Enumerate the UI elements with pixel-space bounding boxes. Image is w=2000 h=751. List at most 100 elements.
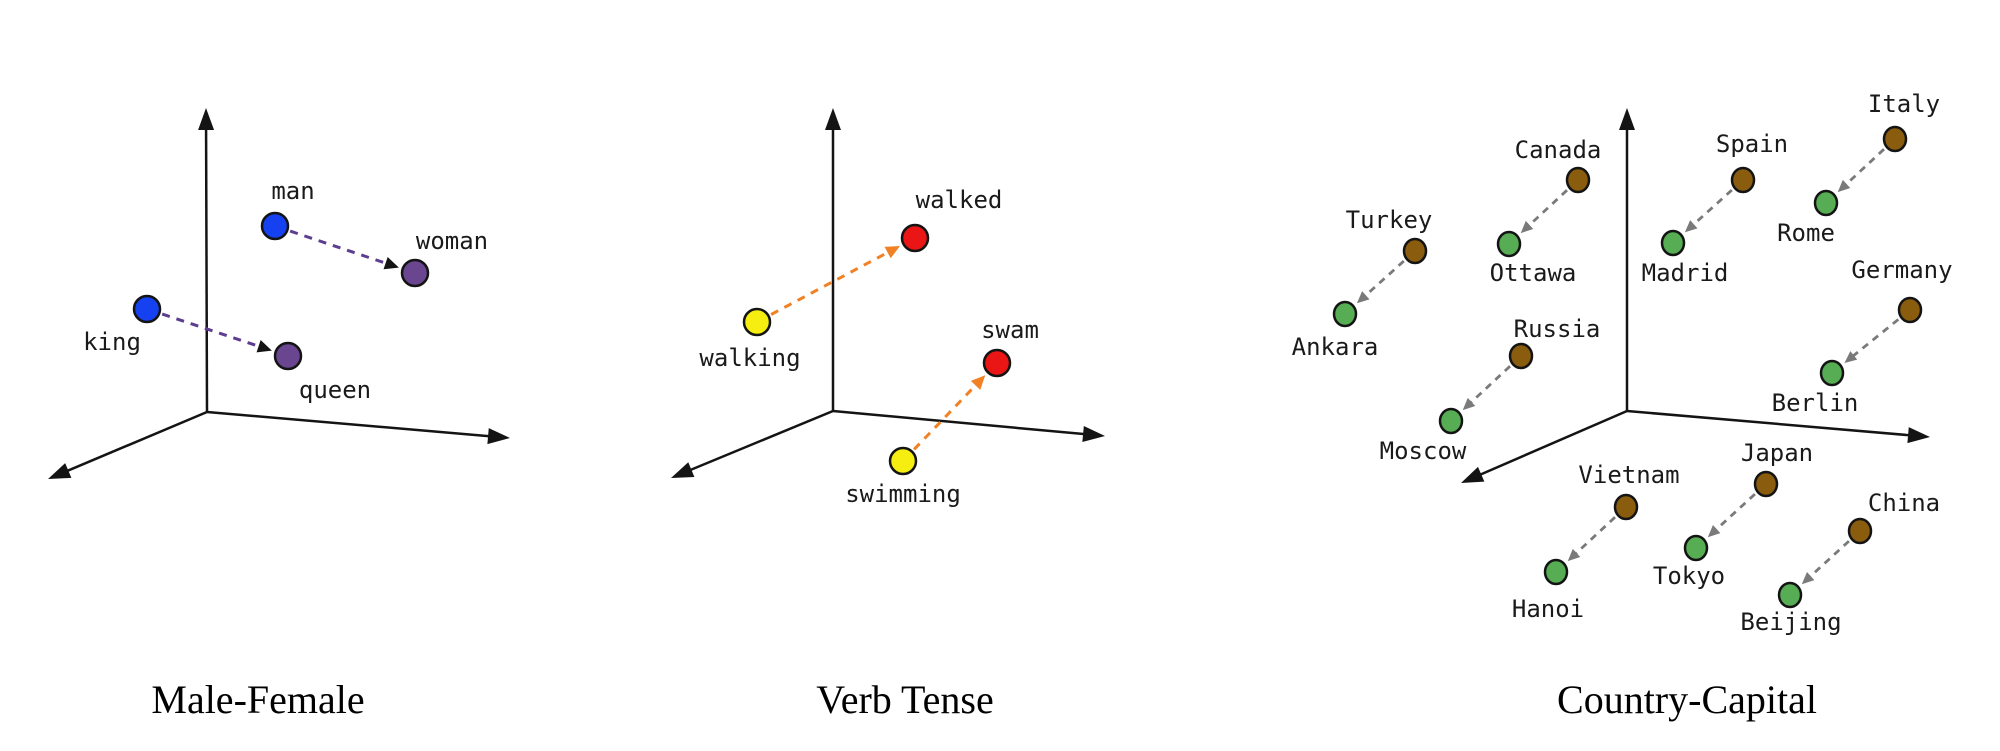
arrowhead-walked-icon: [884, 245, 900, 259]
point-italy: [1882, 125, 1908, 153]
axis-x-country-capital: [1626, 409, 1915, 437]
axis-y-country-capital-arrowhead-icon: [1619, 108, 1635, 130]
arrow-king-to-queen: [161, 312, 262, 349]
arrowhead-queen-icon: [256, 340, 272, 353]
point-label-hanoi: Hanoi: [1512, 595, 1584, 623]
axis-z-male-female-arrowhead-icon: [48, 463, 72, 479]
point-label-germany: Germany: [1851, 256, 1952, 284]
axis-z-country-capital-arrowhead-icon: [1461, 466, 1485, 483]
point-label-berlin: Berlin: [1772, 389, 1859, 417]
point-label-japan: Japan: [1741, 439, 1813, 467]
point-spain: [1730, 166, 1756, 194]
point-label-ankara: Ankara: [1292, 333, 1379, 361]
point-label-canada: Canada: [1515, 136, 1602, 164]
arrowhead-hanoi-icon: [1567, 548, 1581, 562]
arrowhead-tokyo-icon: [1707, 525, 1721, 538]
point-madrid: [1660, 229, 1686, 257]
panel-title-country-capital: Country-Capital: [1557, 677, 1817, 722]
point-label-madrid: Madrid: [1642, 259, 1729, 287]
axis-x-verb-tense-arrowhead-icon: [1082, 426, 1105, 442]
point-china: [1847, 517, 1873, 545]
axis-z-verb-tense-arrowhead-icon: [671, 462, 695, 478]
point-hanoi: [1543, 558, 1569, 586]
point-label-beijing: Beijing: [1740, 608, 1841, 636]
point-rome: [1813, 189, 1839, 217]
point-label-turkey: Turkey: [1346, 206, 1433, 234]
arrowhead-berlin-icon: [1844, 351, 1858, 363]
arrow-man-to-woman: [289, 229, 389, 266]
arrowhead-moscow-icon: [1462, 397, 1476, 411]
point-ankara: [1332, 300, 1358, 328]
point-label-woman: woman: [416, 227, 488, 255]
arrow-japan-to-tokyo: [1713, 493, 1756, 533]
point-moscow: [1438, 407, 1464, 435]
axis-y-male-female-arrowhead-icon: [198, 108, 215, 131]
point-turkey: [1402, 237, 1428, 265]
point-label-swimming: swimming: [845, 480, 961, 508]
arrow-turkey-to-ankara: [1362, 259, 1405, 299]
arrowhead-woman-icon: [383, 256, 399, 270]
axis-x-country-capital-arrowhead-icon: [1907, 427, 1930, 444]
arrow-swimming-to-swam: [912, 382, 979, 451]
point-label-ottawa: Ottawa: [1490, 259, 1577, 287]
point-tokyo: [1683, 534, 1709, 562]
point-label-walked: walked: [916, 186, 1003, 214]
arrowhead-ottawa-icon: [1520, 220, 1534, 234]
point-label-rome: Rome: [1777, 219, 1835, 247]
axis-z-male-female: [62, 410, 208, 474]
axis-x-verb-tense: [832, 409, 1090, 436]
arrow-spain-to-madrid: [1690, 188, 1733, 228]
axis-x-male-female-arrowhead-icon: [487, 428, 510, 445]
point-label-moscow: Moscow: [1380, 437, 1467, 465]
axis-z-verb-tense: [685, 409, 834, 474]
arrowhead-ankara-icon: [1356, 291, 1370, 304]
point-queen: [273, 341, 303, 371]
axis-z-country-capital: [1475, 409, 1628, 478]
arrow-italy-to-rome: [1843, 148, 1885, 188]
point-label-china: China: [1868, 489, 1940, 517]
point-swam: [982, 348, 1012, 378]
point-man: [260, 211, 290, 241]
point-label-vietnam: Vietnam: [1578, 461, 1679, 489]
point-label-swam: swam: [981, 316, 1039, 344]
point-ottawa: [1496, 230, 1522, 258]
point-label-man: man: [271, 177, 314, 205]
point-label-queen: queen: [299, 376, 371, 404]
point-russia: [1508, 342, 1534, 370]
arrow-vietnam-to-hanoi: [1573, 516, 1616, 557]
arrowhead-swam-icon: [970, 375, 986, 390]
point-vietnam: [1613, 493, 1639, 521]
point-canada: [1565, 166, 1591, 194]
panel-title-male-female: Male-Female: [151, 677, 364, 722]
point-king: [132, 294, 162, 324]
point-label-russia: Russia: [1514, 315, 1601, 343]
point-japan: [1753, 470, 1779, 498]
arrow-china-to-beijing: [1807, 540, 1850, 580]
point-walking: [742, 307, 772, 337]
axis-y-male-female: [204, 123, 209, 413]
arrowhead-beijing-icon: [1801, 572, 1815, 585]
arrow-walking-to-walked: [770, 249, 891, 316]
point-label-tokyo: Tokyo: [1653, 562, 1725, 590]
arrowhead-rome-icon: [1837, 179, 1851, 193]
point-label-italy: Italy: [1868, 90, 1940, 118]
arrow-germany-to-berlin: [1850, 318, 1900, 359]
arrowhead-madrid-icon: [1684, 220, 1698, 233]
point-label-king: king: [83, 328, 141, 356]
point-beijing: [1777, 581, 1803, 609]
point-walked: [900, 223, 930, 253]
axis-y-verb-tense-arrowhead-icon: [825, 108, 841, 130]
point-swimming: [888, 446, 918, 476]
arrow-canada-to-ottawa: [1526, 189, 1568, 229]
point-label-spain: Spain: [1716, 130, 1788, 158]
point-germany: [1897, 296, 1923, 324]
panel-title-verb-tense: Verb Tense: [816, 677, 994, 722]
point-woman: [400, 258, 430, 288]
arrow-russia-to-moscow: [1468, 365, 1511, 406]
point-label-walking: walking: [699, 344, 800, 372]
